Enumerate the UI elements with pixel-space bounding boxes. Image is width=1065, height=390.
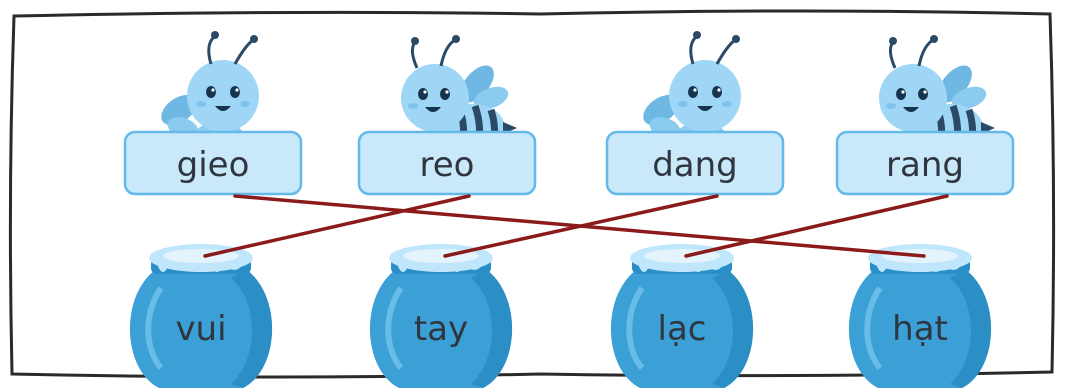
bee-card-3[interactable]: rang [835, 35, 1015, 196]
bee-word-label: gieo [177, 145, 250, 185]
connection-line-rang-lạc[interactable] [684, 194, 949, 258]
honey-pot-1[interactable]: tay [370, 244, 512, 388]
bees-row: gieo reo dang rang [123, 29, 1015, 196]
word-card [605, 130, 785, 196]
honey-pots-row: vui tay lạc hạt [130, 244, 991, 388]
bee-card-0[interactable]: gieo [123, 29, 303, 196]
pot-word-label: lạc [658, 309, 707, 349]
word-card [123, 130, 303, 196]
connection-lines [203, 194, 949, 258]
word-card [357, 130, 537, 196]
pot-word-label: tay [414, 309, 468, 349]
bee-word-label: dang [652, 145, 738, 185]
connection-line-dang-tay[interactable] [443, 194, 719, 258]
honey-pot-3[interactable]: hạt [849, 244, 991, 388]
bee-word-label: reo [420, 145, 475, 185]
bee-card-1[interactable]: reo [357, 35, 537, 196]
bee-word-label: rang [886, 145, 964, 185]
pot-word-label: vui [175, 309, 226, 349]
word-card [835, 130, 1015, 196]
pot-word-label: hạt [892, 309, 948, 349]
honey-pot-2[interactable]: lạc [611, 244, 753, 388]
honey-pot-0[interactable]: vui [130, 244, 272, 388]
connection-line-reo-vui[interactable] [203, 194, 471, 258]
frame-border [8, 9, 1056, 379]
bee-card-2[interactable]: dang [605, 29, 785, 196]
